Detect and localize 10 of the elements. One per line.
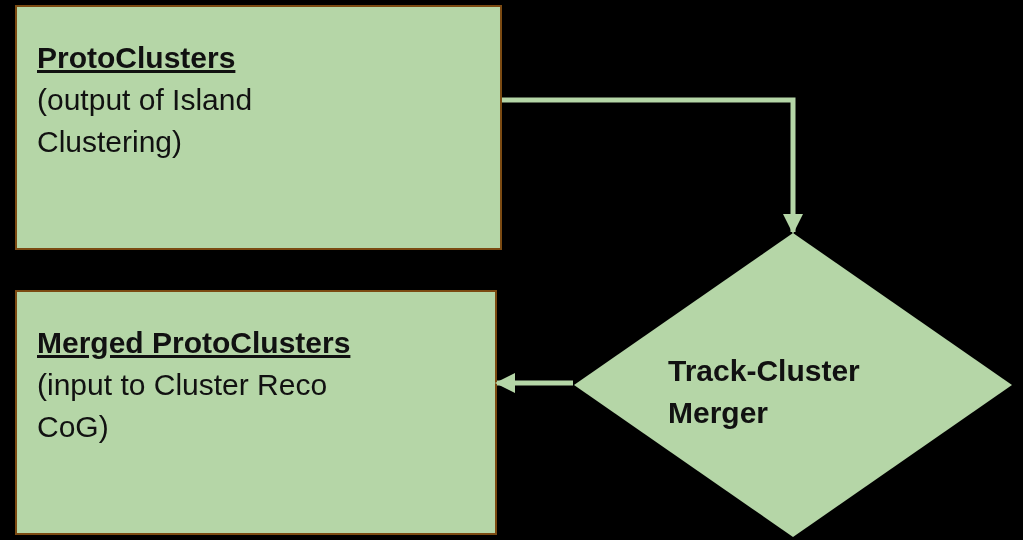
arrow [502, 97, 803, 234]
box-heading: ProtoClusters [37, 40, 237, 76]
arrow [495, 373, 573, 393]
decision-diamond [573, 232, 1013, 538]
box-description: (input to Cluster Reco CoG) [37, 367, 329, 445]
node-label: Track-Cluster Merger [668, 353, 861, 431]
process-box [15, 5, 502, 250]
process-box [15, 290, 497, 535]
box-description: (output of Island Clustering) [37, 82, 254, 160]
box-heading: Merged ProtoClusters [37, 325, 352, 361]
